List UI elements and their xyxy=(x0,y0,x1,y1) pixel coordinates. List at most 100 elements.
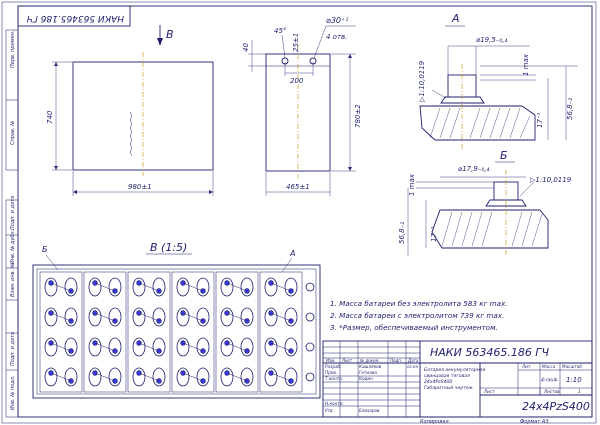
plan-cell xyxy=(64,337,78,357)
note-2: 2. Масса батареи с электролитом 739 кг m… xyxy=(330,311,504,320)
dim-side-465: 465±1 xyxy=(286,183,310,191)
plan-cell xyxy=(108,277,122,297)
plan-cell xyxy=(152,277,166,297)
tb-role-dev: Разраб. xyxy=(325,364,341,369)
dim-side-780: 780±2 xyxy=(354,104,362,128)
plan-block xyxy=(259,271,303,393)
plan-cell xyxy=(152,367,166,387)
side-label-orig-inv: Инв. № подл. xyxy=(10,376,16,411)
front-view: 740 980±1 xyxy=(46,52,214,196)
detail-b-dia: ⌀17,9₋₀,₄ xyxy=(458,165,490,173)
detail-a-h56: 56,8₋₂ xyxy=(566,98,574,120)
detail-a: А ⌀19,5₋₀,₄ ▷1:10,0119 1 max 17⁻¹ 56,8₋₂ xyxy=(418,12,578,150)
dim-height-740: 740 xyxy=(46,110,54,124)
plan-cell xyxy=(152,307,166,327)
dim-side-angle: 45° xyxy=(274,27,286,35)
side-label-first-use: Перв. примен. xyxy=(10,30,16,68)
plan-cell-grid xyxy=(39,271,315,393)
plan-end-terminal xyxy=(305,342,315,352)
plan-connector xyxy=(270,282,292,292)
plan-connector xyxy=(270,372,292,382)
tb-mass-value: ф.пруф. xyxy=(541,377,559,382)
plan-cell xyxy=(108,307,122,327)
plan-tray xyxy=(32,264,321,399)
tb-name-line-2: свинцовая тяговая xyxy=(424,374,470,379)
plan-cell xyxy=(284,337,298,357)
tb-role-ncontrol: Н.контр. xyxy=(325,401,344,406)
detail-b: Б ⌀17,9₋₀,₄ ▷1:10,0119 1 max 17⁻¹ 56,8₋₂ xyxy=(398,149,572,256)
tb-name-dev: Кашляков xyxy=(359,364,382,369)
plan-connector xyxy=(270,312,292,322)
plan-connector xyxy=(138,372,160,382)
detail-b-h17: 17⁻¹ xyxy=(430,226,438,242)
plan-connector xyxy=(50,372,72,382)
tb-name-check: Гетилин xyxy=(359,370,377,375)
plan-cell xyxy=(64,277,78,297)
plan-connector xyxy=(50,312,72,322)
detail-b-title: Б xyxy=(500,149,508,162)
plan-block xyxy=(127,271,171,393)
plan-block xyxy=(215,271,259,393)
detail-a-h17: 17⁻¹ xyxy=(536,112,544,128)
side-label-sign-date: Подп. и дата xyxy=(10,196,16,230)
tb-role-approve: Утв. xyxy=(325,408,334,413)
plan-cell xyxy=(64,367,78,387)
plan-cell xyxy=(240,337,254,357)
tb-designation: 24x4PzS400 xyxy=(522,400,590,413)
plan-cell xyxy=(284,277,298,297)
tb-scale-value: 1:10 xyxy=(566,376,582,384)
tb-lit-label: Лит. xyxy=(521,364,532,369)
side-view: 40 45° 25±1 ⌀30⁺¹ 4 отв. 200 780±2 465±1 xyxy=(242,16,362,196)
dim-width-980: 980±1 xyxy=(128,183,152,191)
plan-cell xyxy=(220,367,234,387)
plan-cell xyxy=(176,277,190,297)
plan-end-terminal xyxy=(305,312,315,322)
plan-connector xyxy=(138,342,160,352)
side-label-ref-no: Справ. № xyxy=(10,121,16,145)
plan-cell xyxy=(196,307,210,327)
tb-name-tcontrol: Кодин xyxy=(359,376,373,381)
detail-b-h56: 56,8₋₂ xyxy=(398,222,406,244)
detail-b-cone: ▷1:10,0119 xyxy=(530,176,572,184)
plan-end-terminal xyxy=(305,282,315,292)
plan-cell xyxy=(196,337,210,357)
plan-cell xyxy=(88,277,102,297)
plan-connector xyxy=(94,282,116,292)
plan-cell xyxy=(176,337,190,357)
plan-cell xyxy=(176,367,190,387)
plan-connector xyxy=(182,342,204,352)
plan-cell xyxy=(108,367,122,387)
tb-name-line-3: 24x4PzS400 xyxy=(424,379,452,385)
detail-b-max: 1 max xyxy=(408,173,416,196)
plan-end-terminal xyxy=(305,372,315,382)
detail-a-cone: ▷1:10,0119 xyxy=(418,60,426,102)
plan-connector xyxy=(50,282,72,292)
plan-cell xyxy=(264,277,278,297)
plan-cell xyxy=(132,367,146,387)
plan-cell xyxy=(152,337,166,357)
tb-head-doc: № докум. xyxy=(359,358,380,363)
plan-cell xyxy=(264,337,278,357)
plan-label-a: А xyxy=(289,249,295,258)
tb-mass-label: Масса xyxy=(542,364,556,369)
plan-connector xyxy=(182,312,204,322)
plan-title: В (1:5) xyxy=(150,241,187,254)
plan-cell xyxy=(88,337,102,357)
plan-cell xyxy=(132,307,146,327)
plan-connector xyxy=(226,342,248,352)
side-label-dup-inv: Инв. № дубл. xyxy=(10,230,16,264)
tb-scale-label: Масштаб xyxy=(562,364,582,369)
plan-connector xyxy=(138,312,160,322)
tb-head-sheet: Лист xyxy=(341,358,353,363)
detail-a-dia: ⌀19,5₋₀,₄ xyxy=(476,36,508,44)
plan-cell xyxy=(44,277,58,297)
plan-cell xyxy=(88,367,102,387)
side-label-sign-date-2: Подп. и дата xyxy=(10,332,16,366)
tb-name-line-1: Батарея аккумуляторная xyxy=(424,367,486,373)
plan-connector xyxy=(270,342,292,352)
plan-connector xyxy=(94,372,116,382)
note-3: 3. *Размер, обеспечиваемый инструментом. xyxy=(330,323,498,332)
plan-cell xyxy=(88,307,102,327)
